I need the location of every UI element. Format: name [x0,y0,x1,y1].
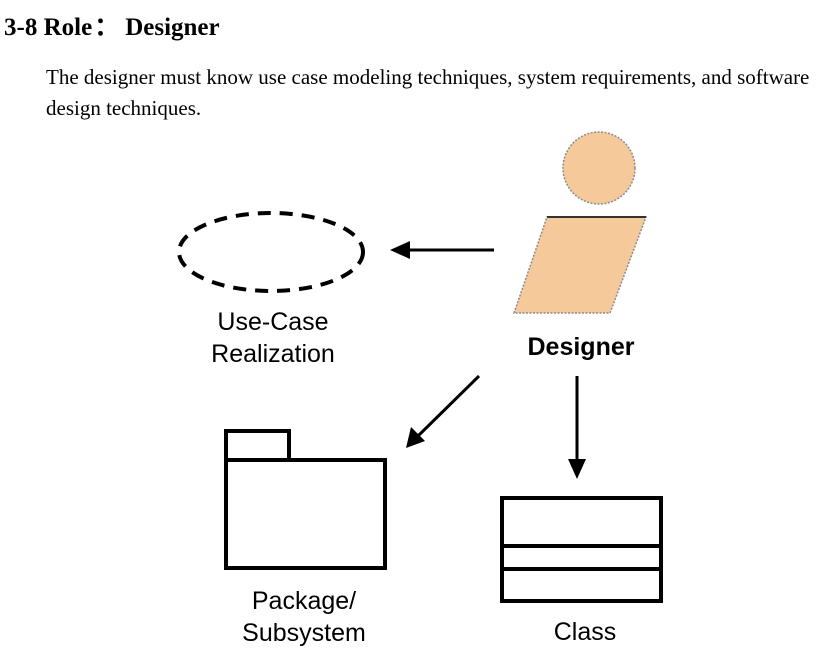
class-box-icon [500,496,663,603]
role-description: The designer must know use case modeling… [46,65,810,120]
use-case-label-line1: Use-Case [217,308,328,336]
arrow-to-use-case [390,241,494,259]
package-label-line1: Package/ [252,587,356,615]
heading-separator: ： [94,14,120,41]
arrow-to-package [406,374,481,448]
class-label: Class [554,618,617,646]
arrow-to-class [568,376,586,479]
worker-head [562,131,636,205]
use-case-label-line2: Realization [211,340,335,368]
role-label: Role [43,14,93,41]
package-label-line2: Subsystem [242,619,366,647]
package-folder-icon [224,429,387,570]
designer-label: Designer [528,333,635,361]
section-number: 3-8 [4,14,38,41]
section-heading: 3-8 Role：Designer [4,12,220,44]
role-name: Designer [125,14,220,41]
use-case-realization-icon [177,211,365,293]
designer-worker-icon [512,131,648,314]
worker-body [512,216,648,314]
